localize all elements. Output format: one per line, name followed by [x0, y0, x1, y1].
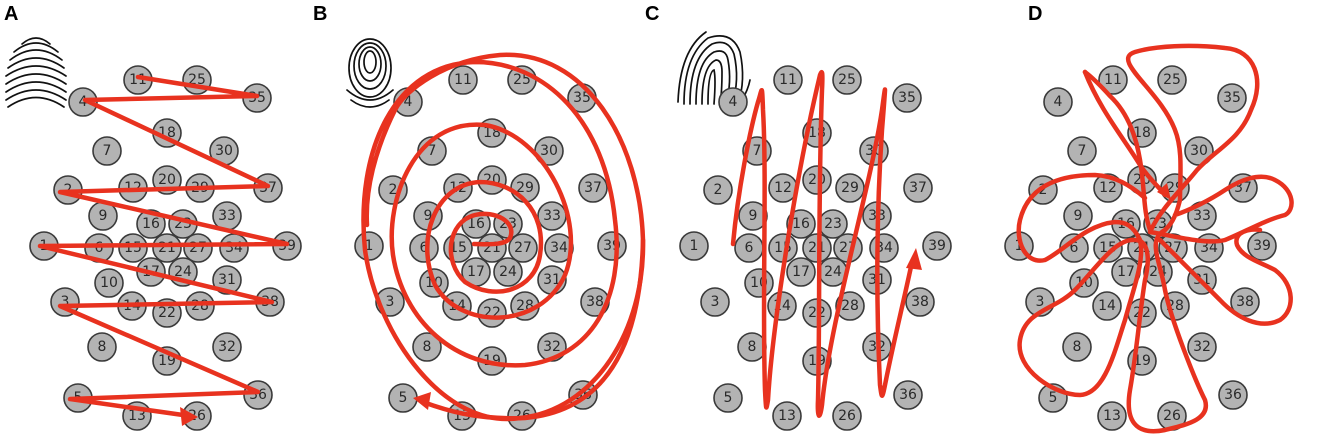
whorl-fingerprint-icon — [346, 38, 394, 108]
scan-path-a — [37, 74, 290, 419]
scan-path-d — [1016, 43, 1294, 434]
arch-fingerprint-icon — [5, 37, 67, 108]
loop-fingerprint-icon — [677, 31, 751, 105]
scan-path-c — [730, 70, 915, 418]
panel-label-b: B — [313, 3, 327, 25]
panel-label-a: A — [4, 3, 18, 25]
panel-label-c: C — [645, 3, 659, 25]
panel-label-d: D — [1028, 3, 1042, 25]
arrow-head-b — [413, 392, 431, 410]
panel-c: C — [645, 3, 952, 431]
arrow-head-c — [906, 248, 922, 270]
panel-b: B — [313, 3, 646, 431]
scan-path-b-tail — [420, 237, 646, 421]
scan-path-b — [361, 52, 646, 422]
panel-d: D — [1004, 3, 1294, 434]
arrow-head-a — [180, 407, 198, 426]
panel-a: A — [4, 3, 302, 431]
arrow-head-d — [1157, 183, 1171, 200]
electrode-array-c — [679, 65, 952, 431]
scan-path-d-start — [1082, 69, 1168, 198]
electrode-array-b — [354, 65, 627, 431]
